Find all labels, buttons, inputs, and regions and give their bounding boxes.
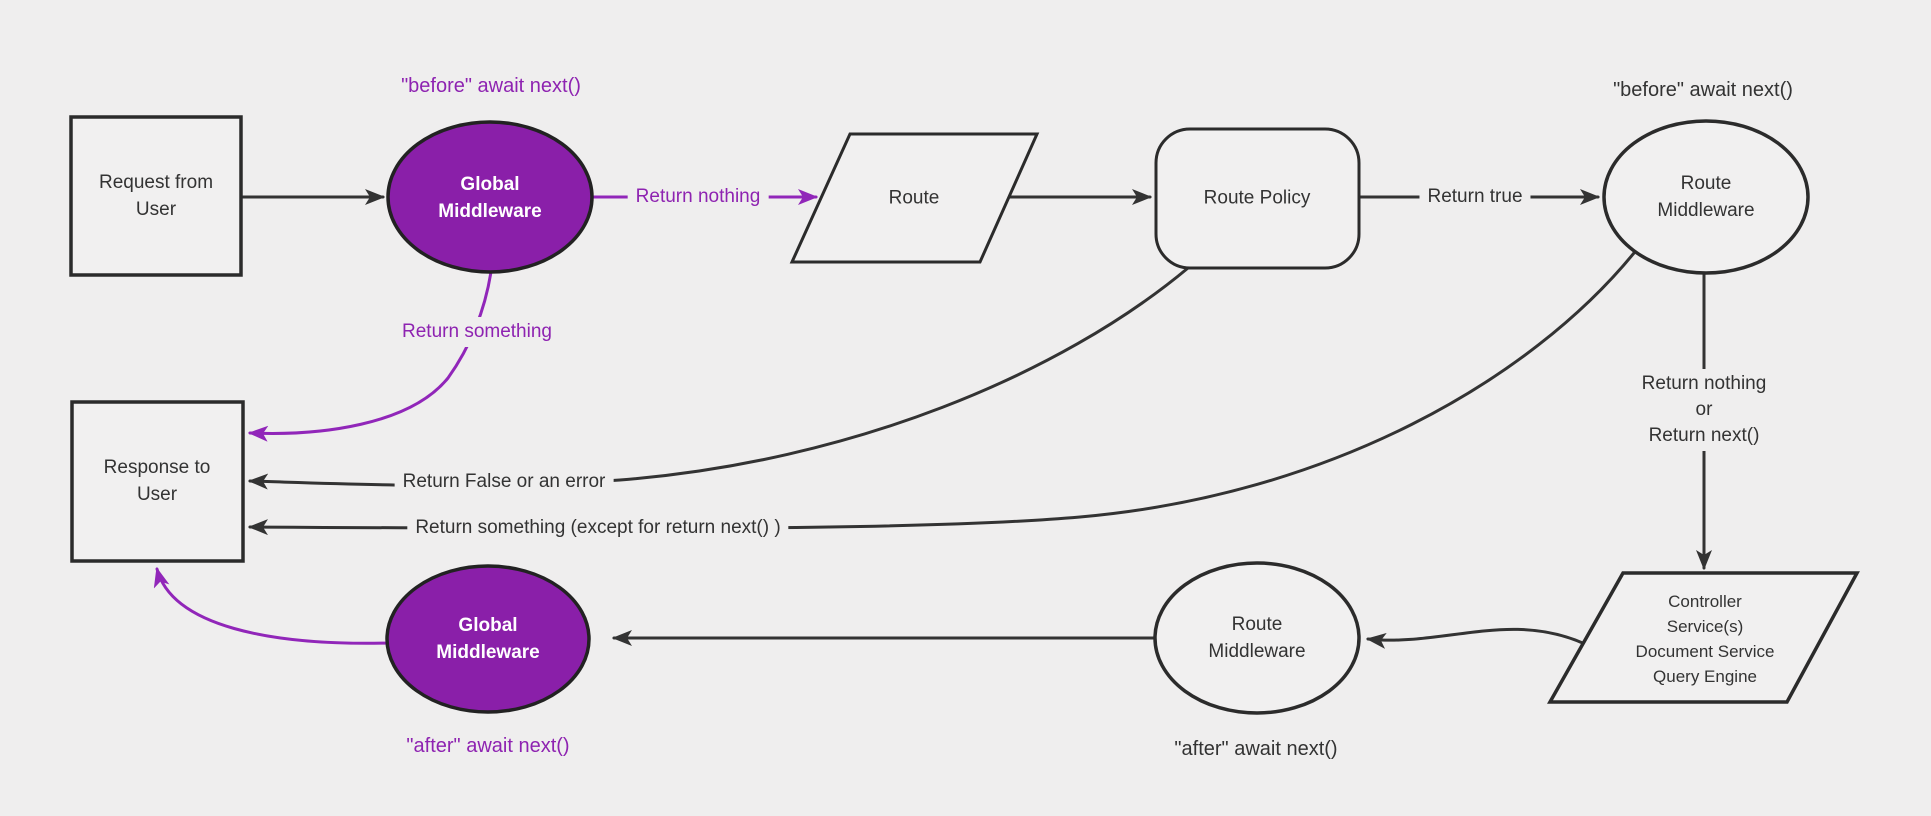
route-policy-label: Route Policy — [1203, 187, 1311, 209]
edge-label-return-something-except: Return something (except for return next… — [407, 513, 789, 543]
request-from-user-label: Request from User — [98, 172, 214, 220]
edge-label-return-false-or-error: Return False or an error — [394, 467, 614, 497]
annotation-after-await-next-route: "after" await next() — [1174, 738, 1338, 760]
global-middleware-before-label: Global Middleware — [438, 174, 542, 222]
edge-controller-to-route-middleware-after — [1366, 627, 1587, 649]
annotation-before-await-next-global: "before" await next() — [401, 75, 581, 97]
route-label: Route — [888, 187, 940, 209]
route-middleware-after-node — [1153, 561, 1361, 715]
edge-global-middleware-to-response — [248, 270, 493, 442]
edge-global-middleware-after-to-response — [153, 567, 392, 645]
global-middleware-after-label: Global Middleware — [436, 615, 540, 663]
edge-label-return-something: Return something — [394, 317, 560, 347]
edge-label-return-true: Return true — [1419, 182, 1531, 212]
route-middleware-after-label: Route Middleware — [1208, 614, 1306, 662]
route-node — [789, 132, 1040, 264]
annotation-after-await-next-global: "after" await next() — [406, 735, 570, 757]
global-middleware-before-node — [386, 120, 594, 274]
response-to-user-label: Response to User — [103, 457, 211, 505]
edge-label-return-nothing: Return nothing — [627, 182, 769, 212]
global-middleware-after-node — [385, 564, 591, 714]
edge-route-policy-to-response — [248, 266, 1190, 490]
route-middleware-before-label: Route Middleware — [1657, 173, 1755, 221]
route-middleware-before-node — [1602, 119, 1810, 275]
edge-label-return-nothing-or-next: Return nothing or Return next() — [1633, 369, 1775, 451]
controller-services-node — [1546, 571, 1860, 704]
route-policy-node — [1154, 127, 1361, 270]
response-to-user-node — [70, 400, 245, 563]
controller-services-label: Controller Service(s) Document Service Q… — [1635, 592, 1775, 686]
request-from-user-node — [69, 115, 243, 277]
annotation-before-await-next-route: "before" await next() — [1613, 79, 1793, 101]
